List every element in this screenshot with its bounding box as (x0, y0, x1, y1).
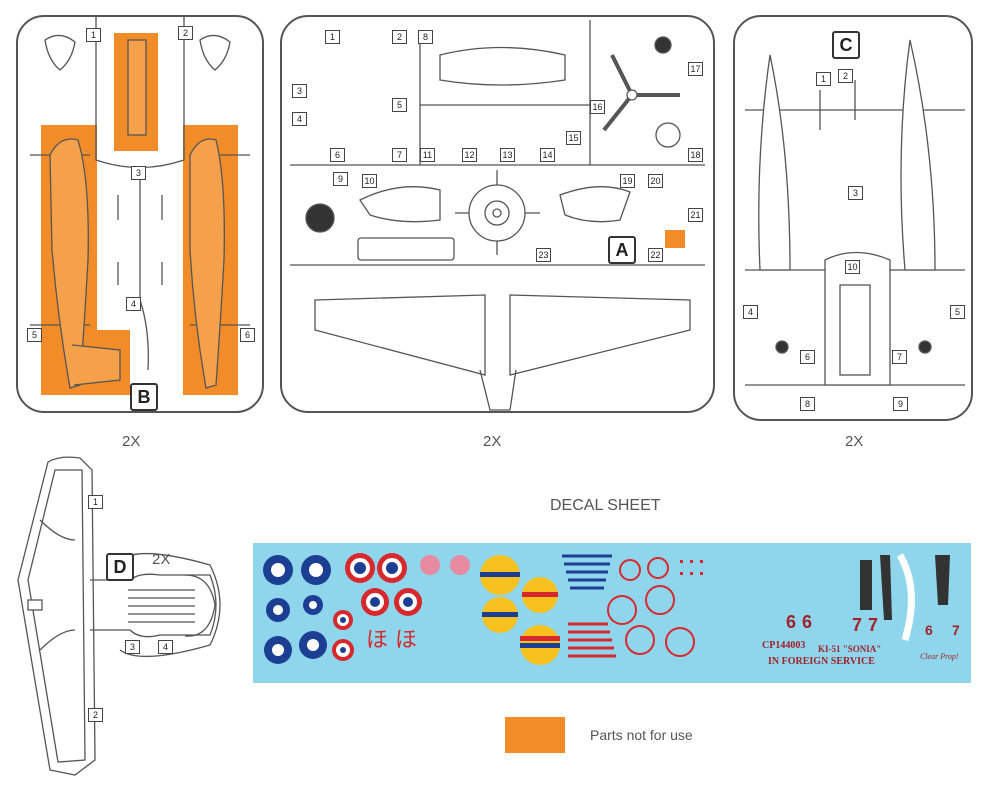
part-number: 2 (392, 30, 407, 44)
part-number: 8 (800, 397, 815, 411)
roc-roundels (263, 555, 331, 664)
part-number: 7 (392, 148, 407, 162)
decal-number: 6 (786, 612, 797, 632)
part-number: 20 (648, 174, 663, 188)
part-number: 6 (800, 350, 815, 364)
part-number: 1 (86, 28, 101, 42)
part-number: 16 (590, 100, 605, 114)
legend-label: Parts not for use (590, 727, 693, 743)
part-number: 9 (893, 397, 908, 411)
decal-kana: ほ (395, 628, 418, 653)
part-number: 23 (536, 248, 551, 262)
part-number: 17 (688, 62, 703, 76)
part-number: 9 (333, 172, 348, 186)
decal-model: KI-51 "SONIA" (818, 644, 882, 654)
part-number: 4 (126, 297, 141, 311)
part-number: 5 (392, 98, 407, 112)
part-number: 1 (325, 30, 340, 44)
part-number: 4 (743, 305, 758, 319)
part-number: 1 (816, 72, 831, 86)
decal-subtitle: IN FOREIGN SERVICE (768, 656, 875, 667)
decal-number: 7 (852, 615, 863, 635)
decal-number: 6 (802, 612, 813, 632)
part-number: 8 (418, 30, 433, 44)
decal-number: 7 (868, 615, 879, 635)
part-number: 18 (688, 148, 703, 162)
decal-brand-script: Clear Prop! (920, 652, 959, 661)
part-number: 22 (648, 248, 663, 262)
part-number: 3 (125, 640, 140, 654)
sprue-a-quantity: 2X (483, 433, 502, 450)
part-number: 19 (620, 174, 635, 188)
decal-sheet-title: DECAL SHEET (550, 497, 661, 514)
part-number: 15 (566, 131, 581, 145)
part-number: 5 (27, 328, 42, 342)
part-number: 13 (500, 148, 515, 162)
sprue-letter-c: C (832, 31, 860, 59)
part-number: 10 (845, 260, 860, 274)
part-number: 11 (420, 148, 435, 162)
sprue-b-quantity: 2X (122, 433, 141, 450)
not-for-use-highlight (665, 230, 685, 248)
part-number: 2 (178, 26, 193, 40)
part-number: 7 (892, 350, 907, 364)
part-number: 4 (292, 112, 307, 126)
part-number: 6 (330, 148, 345, 162)
sprue-letter-a: A (608, 236, 636, 264)
sprue-letter-d: D (106, 553, 134, 581)
sprue-letter-b: B (130, 383, 158, 411)
part-number: 12 (462, 148, 477, 162)
sprue-d-quantity: 2X (152, 551, 171, 568)
part-number: 3 (848, 186, 863, 200)
part-number: 10 (362, 174, 377, 188)
part-number: 2 (838, 69, 853, 83)
decal-code: CP144003 (762, 640, 806, 651)
legend-swatch (505, 717, 565, 753)
sprue-c-quantity: 2X (845, 433, 864, 450)
part-number: 14 (540, 148, 555, 162)
part-number: 3 (292, 84, 307, 98)
part-number: 3 (131, 166, 146, 180)
part-number: 1 (88, 495, 103, 509)
part-number: 21 (688, 208, 703, 222)
decal-kana: ほ (366, 628, 389, 653)
part-number: 5 (950, 305, 965, 319)
decal-number: 6 (925, 622, 933, 638)
part-number: 4 (158, 640, 173, 654)
part-number: 2 (88, 708, 103, 722)
part-number: 6 (240, 328, 255, 342)
decal-number: 7 (952, 622, 960, 638)
